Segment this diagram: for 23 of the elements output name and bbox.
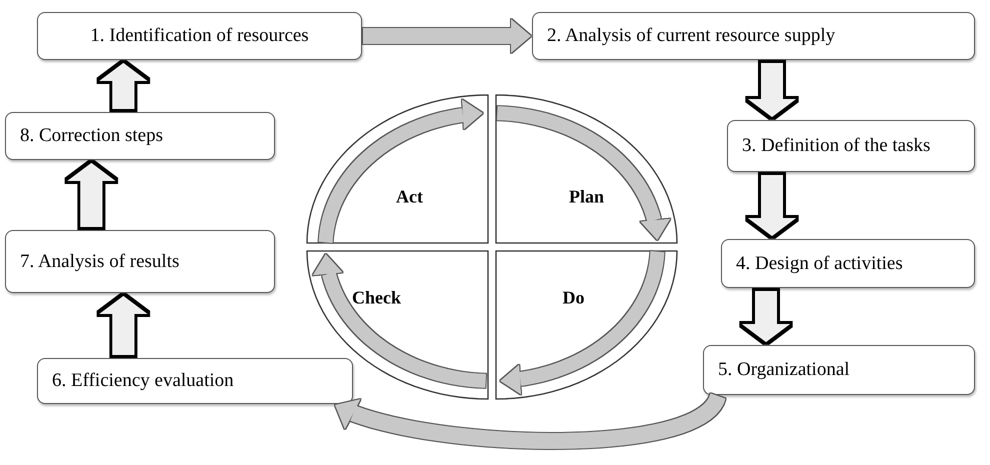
step-label: 3. Definition of the tasks xyxy=(742,135,930,157)
step-label: 1. Identification of resources xyxy=(90,25,309,47)
quadrant-label: Do xyxy=(562,288,584,308)
step-label: 6. Efficiency evaluation xyxy=(52,370,234,392)
quadrant-label: Check xyxy=(352,288,401,308)
step-label: 8. Correction steps xyxy=(20,125,164,147)
step-label: 7. Analysis of results xyxy=(20,250,180,272)
block-arrow xyxy=(742,291,790,342)
step-label: 5. Organizational xyxy=(718,359,850,381)
quadrant-label: Act xyxy=(396,186,423,208)
step-box xyxy=(37,12,362,60)
step-box xyxy=(532,12,975,60)
block-arrow xyxy=(99,63,148,109)
step-box xyxy=(703,345,975,395)
step-box xyxy=(727,120,975,172)
step-box xyxy=(37,358,353,404)
step-label: 2. Analysis of current resource supply xyxy=(547,25,836,47)
block-arrow xyxy=(363,19,531,53)
step-box xyxy=(5,230,275,293)
step-box xyxy=(5,112,275,160)
step-box xyxy=(721,239,975,288)
step-label: 4. Design of activities xyxy=(736,252,903,274)
quadrant-label: Plan xyxy=(569,186,604,208)
